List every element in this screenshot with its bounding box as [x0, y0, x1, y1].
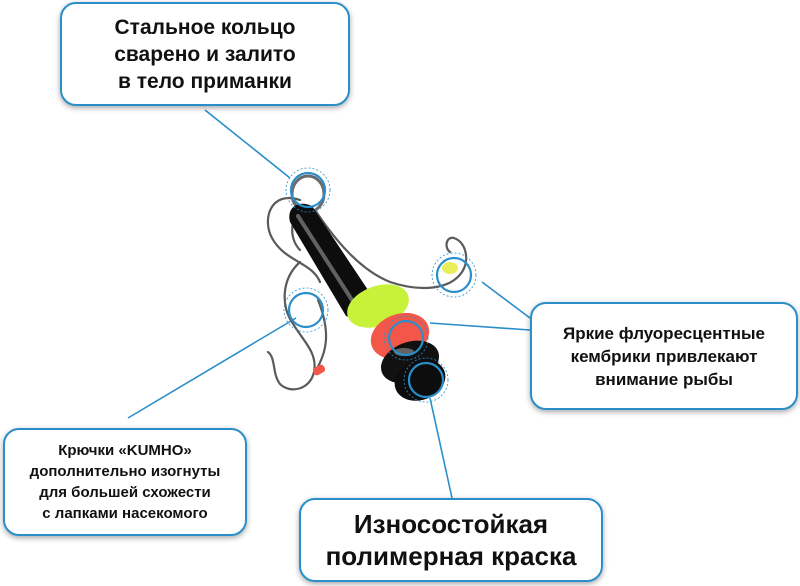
highlight-paint — [407, 361, 445, 399]
lure-body — [289, 203, 446, 401]
callout-steel-ring-text: Стальное кольцо сварено и залито в тело … — [114, 15, 296, 93]
highlight-hook — [287, 291, 325, 329]
highlight-ring — [289, 171, 327, 209]
black-bead-2 — [394, 359, 446, 401]
highlight-red-bead — [387, 319, 425, 357]
highlight-circles — [283, 167, 477, 403]
red-cambric — [312, 364, 326, 376]
callout-paint: Износостойкая полимерная краска — [299, 498, 603, 582]
yellow-cambric — [442, 262, 458, 274]
connector-top — [204, 109, 291, 179]
callout-hooks-text: Крючки «KUMHO» дополнительно изогнуты дл… — [29, 442, 221, 522]
connector-lines — [127, 109, 531, 499]
callout-fluo-cambrics-text: Яркие флуоресцентные кембрики привлекают… — [563, 323, 765, 389]
connector-bottom — [429, 397, 453, 499]
callout-hooks: Крючки «KUMHO» дополнительно изогнуты дл… — [3, 428, 247, 536]
callout-paint-text: Износостойкая полимерная краска — [325, 509, 577, 571]
callout-fluo-cambrics: Яркие флуоресцентные кембрики привлекают… — [530, 302, 798, 410]
callout-steel-ring: Стальное кольцо сварено и залито в тело … — [60, 2, 350, 106]
connector-right-upper — [481, 281, 531, 319]
highlight-yellow-cambric — [435, 256, 473, 294]
connector-left — [127, 317, 297, 419]
connector-right-lower — [429, 322, 531, 331]
